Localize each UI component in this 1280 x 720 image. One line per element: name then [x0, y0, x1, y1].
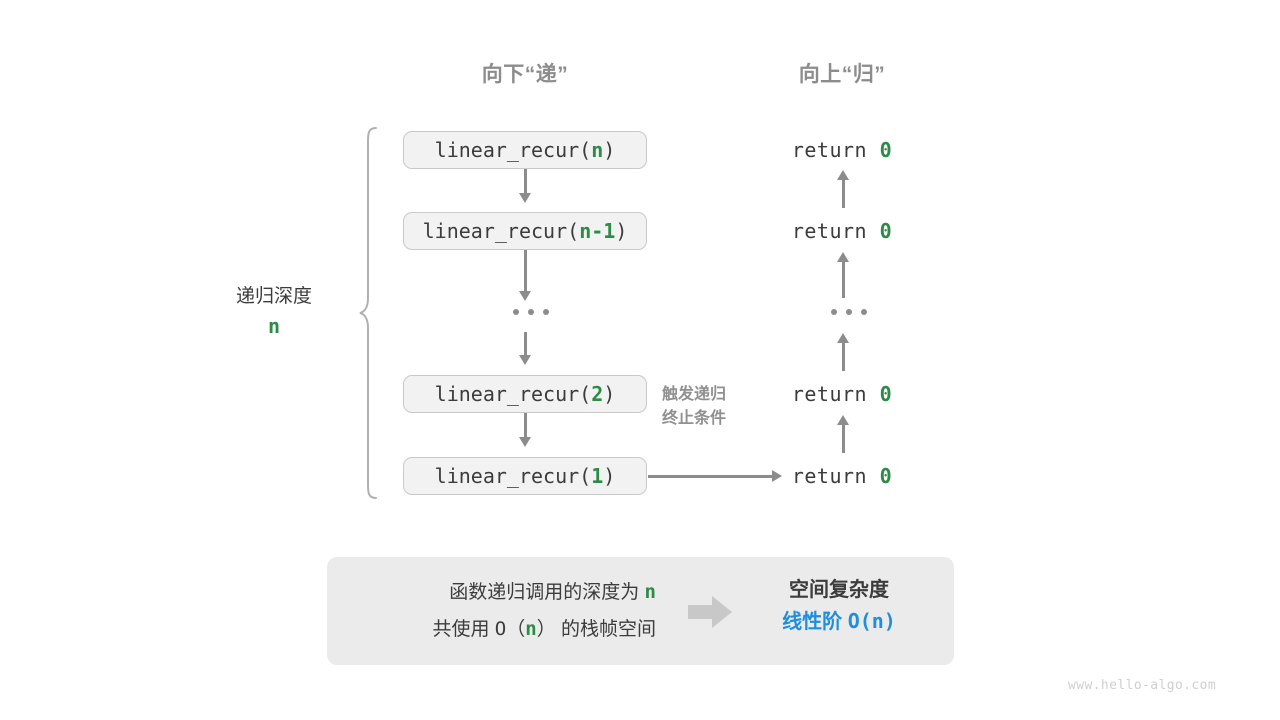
down-arrow-1-line: [523, 250, 527, 291]
down-arrow-2-line: [523, 332, 527, 355]
call-box-2-arg: 2: [591, 382, 604, 406]
down-arrow-0-line: [523, 169, 527, 193]
summary-left-line1-var: n: [644, 581, 656, 603]
call-box-1-suffix: ): [615, 219, 628, 243]
return-label-0: return 0: [742, 138, 942, 162]
summary-left-line1: 函数递归调用的深度为 n: [360, 574, 656, 611]
up-arrow-0-head-icon: [836, 170, 849, 180]
up-arrow-1-line: [841, 262, 845, 298]
return-label-3: return 0: [742, 464, 942, 488]
down-arrow-2-head-icon: [518, 355, 531, 365]
down-arrow-3-line: [523, 413, 527, 437]
call-box-0-arg: n: [591, 138, 604, 162]
return-value-2: 0: [879, 382, 893, 406]
summary-left-line2-post: 的栈帧空间: [560, 619, 656, 640]
recursion-depth-label: 递归深度: [235, 286, 312, 307]
heading-recurse-down: 向下“递”: [481, 63, 569, 86]
summary-left-text: 函数递归调用的深度为 n 共使用 O（n） 的栈帧空间: [360, 574, 656, 648]
up-arrow-0-line: [841, 180, 845, 208]
summary-right-text: 空间复杂度 线性阶 O(n): [748, 575, 930, 638]
return-keyword-2: return: [791, 382, 868, 406]
summary-left-line1-text: 函数递归调用的深度为: [449, 582, 640, 603]
summary-right-title: 空间复杂度: [789, 579, 889, 601]
down-arrow-0-head-icon: [518, 193, 531, 203]
summary-left-line2-expr: O（n）: [494, 618, 556, 640]
summary-left-line2-pre: 共使用: [432, 619, 490, 640]
heading-return-up: 向上“归”: [798, 63, 886, 86]
return-value-3: 0: [879, 464, 893, 488]
trigger-note-line2: 终止条件: [662, 410, 727, 427]
watermark: www.hello-algo.com: [1068, 678, 1217, 693]
down-arrow-1-head-icon: [518, 291, 531, 301]
recursion-depth-annotation: 递归深度 n: [188, 282, 360, 340]
summary-right-value-cn: 线性阶: [782, 611, 843, 633]
up-arrow-2-head-icon: [836, 333, 849, 343]
up-arrow-1-head-icon: [836, 252, 849, 262]
call-box-2: linear_recur(2): [403, 375, 647, 413]
call-box-0: linear_recur(n): [403, 131, 647, 169]
call-box-2-prefix: linear_recur(: [434, 382, 592, 406]
trigger-note: 触发递归 终止条件: [662, 383, 726, 431]
up-arrow-3-line: [841, 425, 845, 453]
return-value-1: 0: [879, 219, 893, 243]
call-stack-ellipsis-icon: [513, 309, 549, 315]
return-keyword-0: return: [791, 138, 868, 162]
call-box-0-suffix: ): [603, 138, 616, 162]
return-value-0: 0: [879, 138, 893, 162]
summary-right-value-mono: O(n): [847, 609, 896, 633]
base-case-arrow-line: [648, 474, 772, 478]
call-box-3: linear_recur(1): [403, 457, 647, 495]
call-box-1-prefix: linear_recur(: [422, 219, 580, 243]
summary-left-line2: 共使用 O（n） 的栈帧空间: [360, 611, 656, 648]
call-box-1-arg: n-1: [579, 219, 616, 243]
return-ellipsis-icon: [831, 309, 867, 315]
summary-left-line2-var: n: [525, 618, 537, 640]
return-label-2: return 0: [742, 382, 942, 406]
summary-panel: [327, 557, 954, 665]
call-box-3-suffix: ): [603, 464, 616, 488]
summary-right-value: 线性阶 O(n): [748, 605, 930, 638]
down-arrow-3-head-icon: [518, 437, 531, 447]
base-case-arrow-head-icon: [772, 469, 782, 482]
call-box-3-prefix: linear_recur(: [434, 464, 592, 488]
depth-brace-icon: [359, 127, 377, 499]
call-box-1: linear_recur(n-1): [403, 212, 647, 250]
up-arrow-2-line: [841, 343, 845, 371]
up-arrow-3-head-icon: [836, 415, 849, 425]
return-keyword-1: return: [791, 219, 868, 243]
return-keyword-3: return: [791, 464, 868, 488]
right-block-arrow-icon: [688, 596, 732, 628]
call-box-3-arg: 1: [591, 464, 604, 488]
trigger-note-line1: 触发递归: [662, 386, 727, 403]
call-box-0-prefix: linear_recur(: [434, 138, 592, 162]
recursion-depth-value: n: [267, 314, 281, 338]
call-box-2-suffix: ): [603, 382, 616, 406]
return-label-1: return 0: [742, 219, 942, 243]
